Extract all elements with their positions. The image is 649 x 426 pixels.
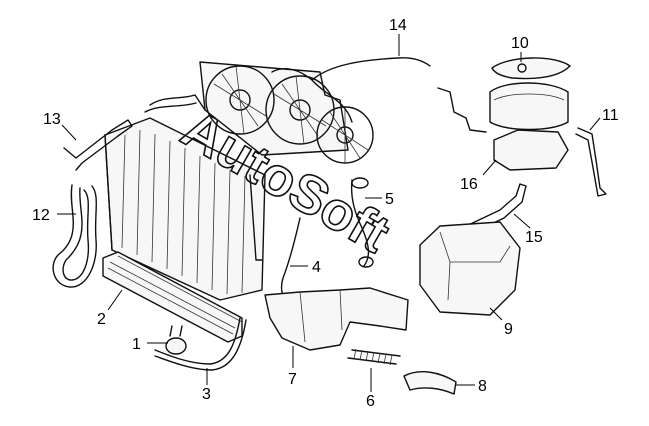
callout-1: 1 xyxy=(132,336,141,353)
callout-14: 14 xyxy=(389,17,407,34)
callout-15: 15 xyxy=(525,229,543,246)
thermostat-housing xyxy=(165,325,187,355)
coolant-hose-left xyxy=(52,184,97,288)
bracket-15 xyxy=(461,183,527,237)
callout-2: 2 xyxy=(97,311,106,328)
callout-6: 6 xyxy=(366,393,375,410)
pipe-11 xyxy=(575,127,607,197)
hose-5 xyxy=(350,179,370,267)
callout-16: 16 xyxy=(460,176,478,193)
auxiliary-fan xyxy=(316,106,374,164)
expansion-tank-lid xyxy=(491,57,571,80)
heater-box xyxy=(419,221,521,316)
callout-4: 4 xyxy=(312,259,321,276)
elbow-hose xyxy=(403,371,457,395)
corrugated-hose xyxy=(347,348,401,366)
upper-radiator-hose xyxy=(149,94,206,111)
leader-lines xyxy=(57,34,601,392)
fan-shroud-assembly xyxy=(199,61,349,156)
pipe-3 xyxy=(154,317,241,365)
callout-5: 5 xyxy=(385,191,394,208)
callout-3: 3 xyxy=(202,386,211,403)
hose-4 xyxy=(280,217,301,301)
callout-11: 11 xyxy=(602,107,619,124)
top-hose xyxy=(271,57,431,81)
callout-12: 12 xyxy=(32,207,50,224)
callout-9: 9 xyxy=(504,321,513,338)
callout-labels: 1 2 3 4 5 6 7 8 9 10 11 12 13 14 15 16 xyxy=(32,17,619,410)
callout-13: 13 xyxy=(43,111,61,128)
callout-7: 7 xyxy=(288,371,297,388)
expansion-tank xyxy=(437,82,569,133)
bracket-pipe-13 xyxy=(63,119,133,171)
air-duct xyxy=(264,287,409,351)
callout-8: 8 xyxy=(478,378,487,395)
tank-tray xyxy=(493,129,569,171)
callout-10: 10 xyxy=(511,35,529,52)
radiator xyxy=(104,117,266,301)
